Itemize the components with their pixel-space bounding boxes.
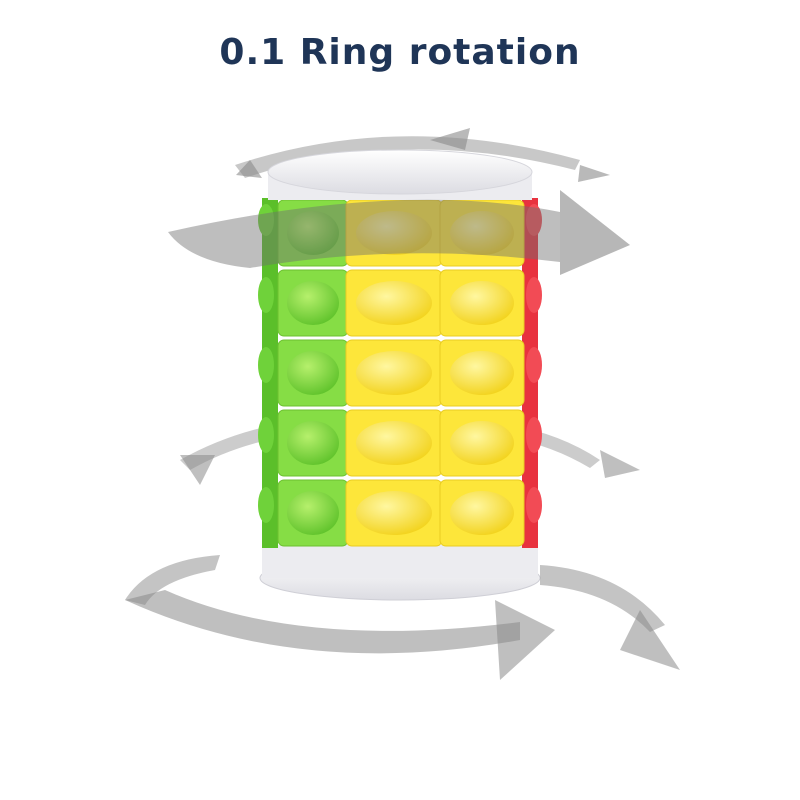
top-ring-highlight bbox=[168, 190, 630, 275]
bottom-rotation-arrow-front bbox=[125, 555, 680, 680]
side-bumps bbox=[258, 204, 542, 523]
top-rotation-arrow bbox=[235, 128, 610, 182]
page-title: 0.1 Ring rotation bbox=[219, 32, 581, 73]
tile-rows bbox=[277, 199, 525, 547]
cylinder-puzzle bbox=[258, 149, 542, 601]
